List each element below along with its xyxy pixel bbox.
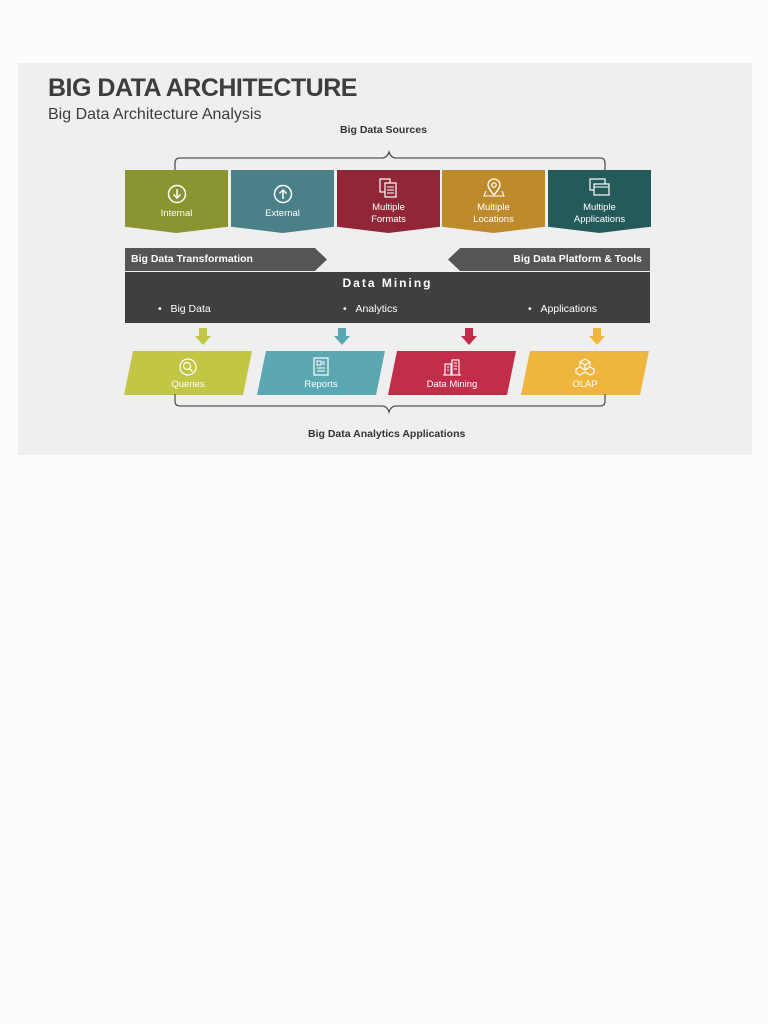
source-label: External: [265, 208, 300, 219]
source-label: Multiple Formats: [371, 202, 406, 225]
app-label: Data Mining: [426, 378, 478, 390]
documents-icon: [378, 177, 400, 199]
app-reports: Reports: [257, 351, 385, 395]
report-icon: [311, 356, 331, 377]
mining-item-label: Applications: [540, 303, 598, 315]
arrow-down-icon: [461, 328, 477, 345]
platform-banner: Big Data Platform & Tools: [448, 248, 650, 271]
source-external: External: [231, 170, 334, 233]
app-label: Queries: [171, 378, 205, 390]
source-multiple-formats: Multiple Formats: [337, 170, 440, 233]
mining-item: • Applications: [528, 303, 598, 315]
app-windows-icon: [588, 177, 611, 199]
query-icon: [178, 357, 198, 377]
arrow-down-icon: [334, 328, 350, 345]
buildings-icon: [442, 357, 462, 377]
sources-label: Big Data Sources: [340, 124, 427, 136]
analytics-label: Big Data Analytics Applications: [308, 428, 466, 440]
data-mining-title: Data Mining: [342, 276, 433, 290]
location-pins-icon: [482, 177, 505, 199]
sources-brace: [174, 149, 606, 170]
page-title: BIG DATA ARCHITECTURE: [48, 74, 357, 102]
mining-item: • Analytics: [343, 303, 398, 315]
source-multiple-applications: Multiple Applications: [548, 170, 651, 233]
source-label: Multiple Locations: [473, 202, 514, 225]
arrow-down-icon: [195, 328, 211, 345]
slide: BIG DATA ARCHITECTURE Big Data Architect…: [18, 63, 752, 455]
mining-item-label: Analytics: [355, 303, 398, 315]
mining-item-label: Big Data: [170, 303, 211, 315]
source-internal: Internal: [125, 170, 228, 233]
cubes-icon: [575, 357, 595, 377]
analytics-brace: [174, 394, 606, 415]
page-subtitle: Big Data Architecture Analysis: [48, 106, 262, 123]
arrow-down-icon: [589, 328, 605, 345]
source-multiple-locations: Multiple Locations: [442, 170, 545, 233]
arrow-down-circle-icon: [166, 183, 188, 205]
source-label: Internal: [160, 208, 193, 219]
app-data-mining: Data Mining: [388, 351, 516, 395]
data-mining-panel: Data Mining • Big Data • Analytics • App…: [125, 272, 650, 323]
app-label: Reports: [304, 378, 338, 390]
transformation-banner: Big Data Transformation: [125, 248, 327, 271]
arrow-up-circle-icon: [272, 183, 294, 205]
source-label: Multiple Applications: [573, 202, 626, 225]
mining-item: • Big Data: [158, 303, 211, 315]
app-label: OLAP: [572, 378, 598, 390]
app-olap: OLAP: [521, 351, 649, 395]
app-queries: Queries: [124, 351, 252, 395]
